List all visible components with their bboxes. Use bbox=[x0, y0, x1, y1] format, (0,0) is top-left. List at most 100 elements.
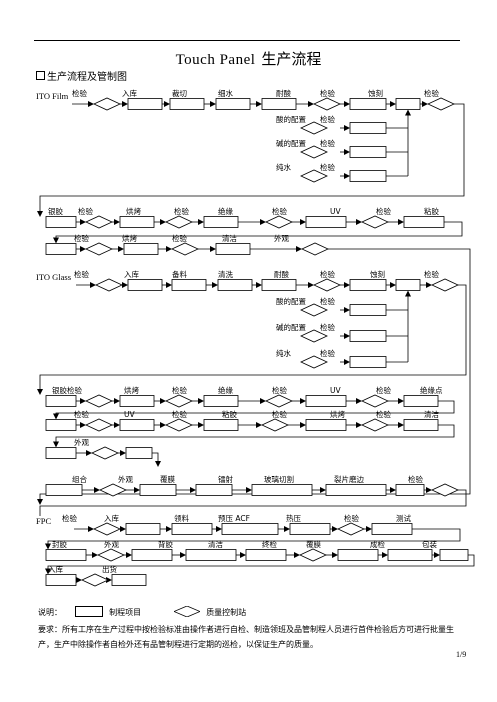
qc-diamond bbox=[165, 394, 193, 408]
qc-diamond bbox=[81, 573, 109, 587]
process-box bbox=[251, 484, 313, 496]
process-box bbox=[325, 484, 387, 496]
checkbox-square-icon bbox=[36, 71, 45, 80]
flow-connector bbox=[39, 489, 467, 516]
flow-label: 检验 bbox=[272, 206, 287, 216]
legend-rect-label: 制程项目 bbox=[109, 608, 142, 617]
process-box bbox=[395, 98, 421, 110]
flow-label: 检验 bbox=[320, 138, 335, 148]
flow-label: 清洁 bbox=[222, 233, 237, 243]
requirement-note: 要求：所有工序在生产过程中按检验标准由操作者进行自检、制造领班及品管制程人员进行… bbox=[38, 625, 454, 649]
flow-label: 烘烤 bbox=[126, 206, 141, 216]
flow-label: 出货 bbox=[102, 564, 117, 574]
process-box bbox=[119, 216, 155, 228]
qc-diamond bbox=[431, 483, 459, 497]
qc-diamond bbox=[265, 215, 293, 229]
legend-prefix: 说明： bbox=[38, 608, 62, 617]
flow-label: 检验 bbox=[320, 348, 335, 358]
process-box bbox=[387, 549, 433, 561]
flow-label: 外观 bbox=[274, 233, 289, 243]
process-box bbox=[203, 395, 239, 407]
flow-label: 清洗 bbox=[218, 269, 233, 279]
process-box bbox=[45, 216, 77, 228]
flow-label: 组合 bbox=[72, 474, 87, 484]
flow-connector bbox=[53, 424, 455, 448]
flow-label: 测试 bbox=[396, 513, 411, 523]
flow-label: 检验 bbox=[74, 269, 89, 279]
qc-diamond bbox=[265, 394, 293, 408]
qc-diamond bbox=[300, 145, 328, 159]
flow-label: 检验 bbox=[320, 322, 335, 332]
flow-connector bbox=[160, 248, 471, 495]
process-box bbox=[125, 523, 161, 535]
flow-label: UV bbox=[330, 386, 341, 395]
flow-label: 检验 bbox=[74, 409, 89, 419]
qc-diamond bbox=[361, 215, 389, 229]
title-zh: 生产流程 bbox=[261, 50, 322, 68]
flow-label: 绝缘点 bbox=[420, 385, 443, 395]
flow-label: 外观 bbox=[104, 539, 119, 549]
process-box bbox=[349, 279, 387, 291]
qc-diamond bbox=[85, 394, 113, 408]
flow-label: 入库 bbox=[104, 513, 119, 523]
process-box bbox=[349, 304, 387, 316]
legend-rect-sample bbox=[74, 606, 103, 617]
flow-label: 碱的配置 bbox=[276, 138, 306, 148]
flow-label: 检验 bbox=[344, 513, 359, 523]
flow-label: 镭射 bbox=[218, 474, 233, 484]
flow-connector bbox=[37, 284, 467, 395]
process-box bbox=[171, 279, 207, 291]
flow-label: 酸的配置 bbox=[276, 296, 306, 306]
flow-label: 外观 bbox=[74, 437, 89, 447]
flow-label: 纯水 bbox=[276, 162, 291, 172]
process-box bbox=[139, 484, 177, 496]
process-box bbox=[221, 523, 279, 535]
flow-label: 裁切 bbox=[172, 88, 187, 98]
process-box bbox=[305, 395, 347, 407]
flow-label: 烘烤 bbox=[330, 409, 345, 419]
flow-label: 酸的配置 bbox=[276, 114, 306, 124]
qc-diamond bbox=[85, 215, 113, 229]
flow-label: 检验 bbox=[74, 233, 89, 243]
flow-connector bbox=[53, 400, 455, 420]
flow-label: 检验 bbox=[408, 474, 423, 484]
flow-connector bbox=[37, 493, 160, 505]
flow-label: 检验 bbox=[272, 385, 287, 395]
process-box bbox=[245, 549, 287, 561]
process-box bbox=[349, 330, 387, 342]
process-box bbox=[349, 146, 387, 158]
flow-label: 检验 bbox=[72, 88, 87, 98]
flow-label: 检验 bbox=[272, 409, 287, 419]
flow-label: 背胶 bbox=[158, 539, 173, 549]
qc-diamond bbox=[261, 418, 289, 432]
process-box bbox=[185, 549, 237, 561]
flow-label: 备料 bbox=[172, 269, 187, 279]
process-box bbox=[403, 419, 439, 431]
flow-label: 检验 bbox=[320, 296, 335, 306]
row-label: ITO Glass bbox=[36, 272, 71, 282]
qc-diamond bbox=[427, 97, 455, 111]
flow-label: 检验 bbox=[62, 513, 77, 523]
flow-connector bbox=[45, 528, 461, 550]
process-box bbox=[111, 574, 147, 586]
process-box bbox=[119, 419, 155, 431]
flow-label: 封胶 bbox=[52, 539, 67, 549]
qc-diamond bbox=[95, 278, 123, 292]
flow-label: 预压 ACF bbox=[218, 513, 250, 523]
flow-label: 检验 bbox=[376, 206, 391, 216]
flow-label: 覆膜 bbox=[306, 539, 321, 549]
flow-label: 烘烤 bbox=[124, 385, 139, 395]
flow-label: 检验 bbox=[424, 269, 439, 279]
process-box bbox=[261, 98, 297, 110]
process-box bbox=[403, 216, 445, 228]
qc-diamond bbox=[171, 242, 199, 256]
flow-label: 检验 bbox=[174, 206, 189, 216]
process-box bbox=[349, 122, 387, 134]
qc-diamond bbox=[300, 355, 328, 369]
qc-diamond bbox=[165, 215, 193, 229]
process-box bbox=[289, 523, 331, 535]
legend-diamond-label: 质量控制站 bbox=[206, 608, 247, 617]
process-box bbox=[305, 419, 347, 431]
process-box bbox=[125, 447, 153, 459]
